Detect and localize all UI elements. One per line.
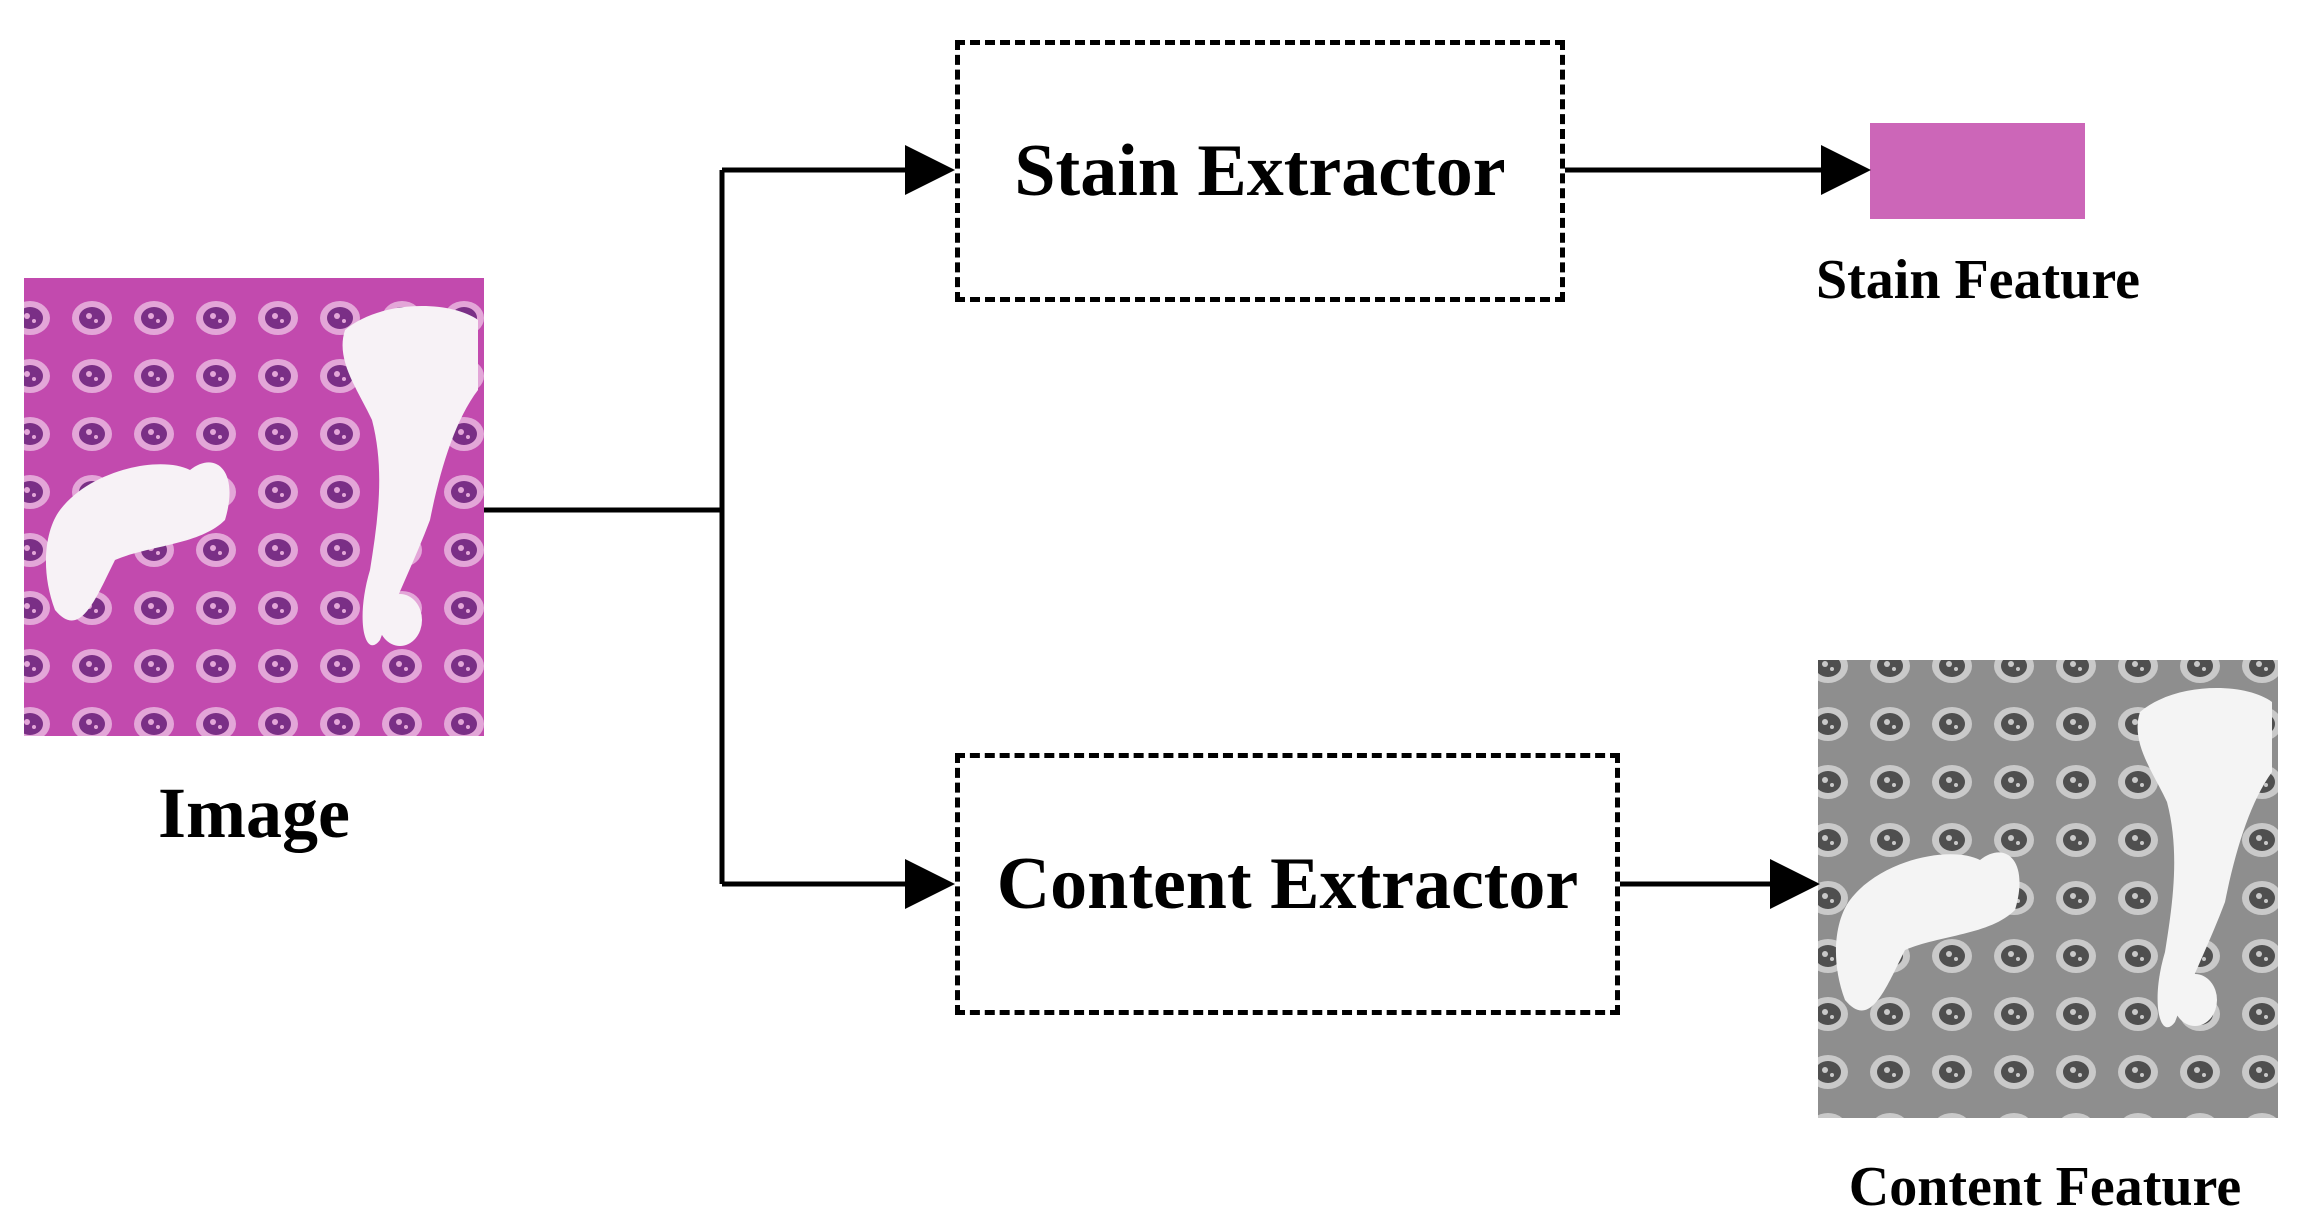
content-feature-label: Content Feature bbox=[1848, 1156, 2242, 1218]
stain-extractor-box: Stain Extractor bbox=[955, 40, 1565, 302]
content-extractor-label: Content Extractor bbox=[996, 842, 1579, 925]
input-image bbox=[24, 278, 484, 736]
connectors bbox=[484, 145, 1871, 909]
content-feature-image bbox=[1818, 660, 2278, 1118]
content-extractor-box: Content Extractor bbox=[955, 753, 1620, 1015]
image-label: Image bbox=[158, 773, 350, 853]
stain-extractor-label: Stain Extractor bbox=[1014, 129, 1506, 212]
stain-feature-swatch bbox=[1870, 123, 2085, 219]
stain-feature-label: Stain Feature bbox=[1815, 249, 2141, 311]
